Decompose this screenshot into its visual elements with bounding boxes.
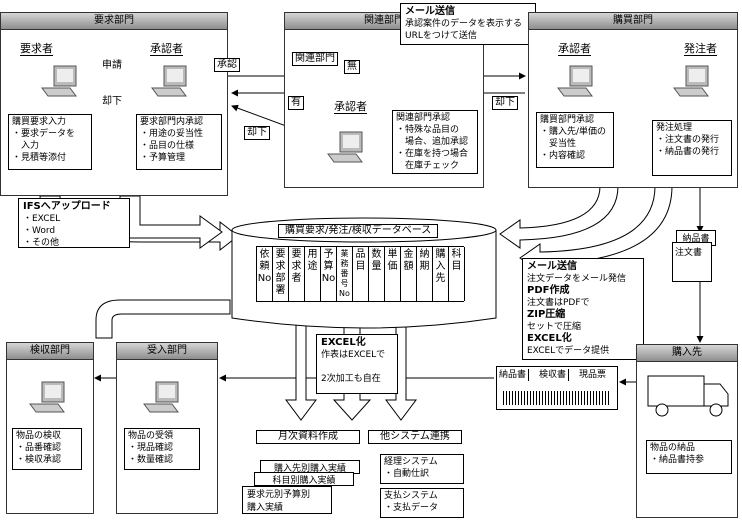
excel-title: EXCEL化 bbox=[527, 333, 572, 344]
database-columns: 依 頼 No 要 求 部 署 要 求 者 用 途 予 算 No 業 務 番 号 … bbox=[256, 246, 465, 302]
order-form-doc: 注文書 bbox=[672, 242, 712, 282]
accounting-system: 経理システム ・自動仕訳 bbox=[380, 454, 464, 484]
db-column: 予 算 No bbox=[321, 247, 337, 301]
ifs-callout-title: IFSへアップロード bbox=[23, 201, 111, 212]
database-title: 購買要求/発注/検収データベース bbox=[278, 224, 439, 238]
requester-label: 要求者 bbox=[20, 42, 53, 56]
other-systems-title: 他システム連携 bbox=[368, 430, 462, 444]
excel-callout-line: 2次加工も自在 bbox=[321, 374, 381, 384]
request-approver-label: 承認者 bbox=[150, 42, 183, 56]
request-approver-note: 要求部門内承認 ・用途の妥当性 ・品目の仕様 ・予算管理 bbox=[136, 114, 222, 170]
computer-icon bbox=[40, 62, 82, 102]
pdf-line: 注文書はPDFで bbox=[527, 298, 590, 308]
zip-line: セットで圧縮 bbox=[527, 322, 582, 332]
pdf-title: PDF作成 bbox=[527, 285, 570, 296]
reject-flow-label: 却下 bbox=[102, 96, 122, 107]
computer-icon bbox=[326, 128, 368, 168]
purchasing-approver-label: 承認者 bbox=[558, 42, 591, 56]
receipt-slip: 現品票 bbox=[579, 370, 607, 380]
computer-icon bbox=[142, 378, 184, 418]
ifs-item: ・EXCEL bbox=[23, 214, 61, 224]
ifs-item: ・その他 bbox=[23, 238, 60, 248]
excel-callout: EXCEL化 作表はEXCELで 2次加工も自在 bbox=[316, 334, 398, 394]
inspection-note: 物品の検収 ・品番確認 ・検収承認 bbox=[12, 428, 82, 470]
yes-flow-label: 有 bbox=[288, 96, 304, 110]
apply-flow-label: 申請 bbox=[102, 60, 122, 71]
excel-callout-line: 作表はEXCELで bbox=[321, 350, 386, 360]
db-column: 金 額 bbox=[401, 247, 417, 301]
db-column: 要 求 者 bbox=[289, 247, 305, 301]
mail-callout-line: URLをつけて送信 bbox=[405, 31, 477, 41]
db-column: 科 目 bbox=[449, 247, 465, 301]
inspection-department-title: 検収部門 bbox=[7, 343, 93, 360]
requester-note: 購買要求入力 ・要求データを 入力 ・見積等添付 bbox=[8, 114, 92, 170]
truck-icon bbox=[644, 370, 732, 422]
approve-flow-label: 承認 bbox=[214, 58, 240, 72]
db-column: 業 務 番 号 No bbox=[337, 247, 353, 301]
barcode-icon bbox=[503, 391, 611, 405]
reject-flow-label: 却下 bbox=[492, 96, 518, 110]
no-flow-label: 無 bbox=[344, 60, 360, 74]
excel-callout-title: EXCEL化 bbox=[321, 337, 366, 348]
purchasing-approver-note: 購買部門承認 ・購入先/単価の 妥当性 ・内容確認 bbox=[536, 112, 614, 168]
vendor-note: 物品の納品 ・納品書持参 bbox=[646, 440, 732, 474]
vendor-department-title: 購入先 bbox=[637, 345, 737, 362]
db-column: 品 目 bbox=[353, 247, 369, 301]
purchasing-department-title: 購買部門 bbox=[529, 13, 737, 30]
db-column: 数 量 bbox=[369, 247, 385, 301]
related-approver-note: 関連部門承認 ・特殊な品目の 場合、追加承認 ・在庫を持つ場合 在庫チェック bbox=[392, 110, 478, 174]
related-check-label: 関連部門 bbox=[292, 52, 338, 66]
vendor-mail-title: メール送信 bbox=[527, 261, 577, 272]
ifs-item: ・Word bbox=[23, 226, 56, 236]
computer-icon bbox=[28, 378, 70, 418]
mail-callout-title: メール送信 bbox=[405, 6, 455, 17]
receiving-note: 物品の受領 ・現品確認 ・数量確認 bbox=[124, 428, 200, 470]
request-department-title: 要求部門 bbox=[1, 13, 227, 30]
reject-flow-label: 却下 bbox=[244, 126, 270, 140]
mail-callout: メール送信 承認案件のデータを表示する URLをつけて送信 bbox=[400, 3, 536, 45]
computer-icon bbox=[672, 62, 714, 102]
vendor-department: 購入先 bbox=[636, 344, 738, 518]
db-column: 用 途 bbox=[305, 247, 321, 301]
reports-title: 月次資料作成 bbox=[256, 430, 360, 444]
slips-group: 納品書 検収書 現品票 bbox=[496, 366, 618, 410]
inspection-slip: 検収書 bbox=[539, 369, 570, 381]
payment-system: 支払システム ・支払データ bbox=[380, 488, 464, 518]
delivery-slip: 納品書 bbox=[499, 369, 530, 381]
orderer-note: 発注処理 ・注文書の発行 ・納品書の発行 bbox=[652, 120, 732, 176]
db-column: 納 期 bbox=[417, 247, 433, 301]
related-approver-label: 承認者 bbox=[334, 100, 367, 114]
vendor-mail-callout: メール送信 注文データをメール発信 PDF作成 注文書はPDFで ZIP圧縮 セ… bbox=[522, 258, 644, 360]
mail-callout-line: 承認案件のデータを表示する bbox=[405, 19, 523, 29]
report-item: 科目別購入実績 bbox=[254, 472, 354, 486]
receiving-department-title: 受入部門 bbox=[117, 343, 217, 360]
zip-title: ZIP圧縮 bbox=[527, 309, 566, 320]
orderer-label: 発注者 bbox=[684, 42, 717, 56]
db-column: 要 求 部 署 bbox=[273, 247, 289, 301]
excel-line: EXCELでデータ提供 bbox=[527, 346, 610, 356]
report-item: 要求元別予算別 購入実績 bbox=[242, 486, 332, 514]
db-column: 単 価 bbox=[385, 247, 401, 301]
db-column: 購 入 先 bbox=[433, 247, 449, 301]
db-column: 依 頼 No bbox=[257, 247, 273, 301]
computer-icon bbox=[150, 62, 192, 102]
vendor-mail-line: 注文データをメール発信 bbox=[527, 274, 627, 284]
ifs-callout: IFSへアップロード ・EXCEL ・Word ・その他 bbox=[18, 198, 130, 248]
computer-icon bbox=[556, 62, 598, 102]
